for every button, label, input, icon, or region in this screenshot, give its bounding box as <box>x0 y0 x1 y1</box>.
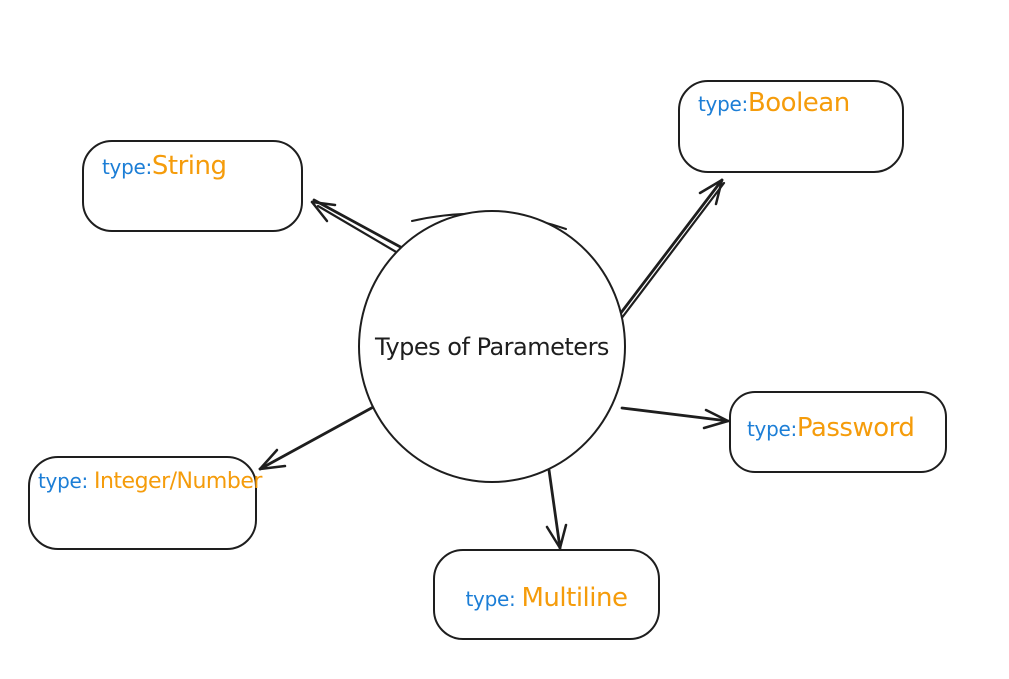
node-type-boolean: type:Boolean <box>678 80 904 173</box>
arrow-center-to-integer-number <box>258 403 379 471</box>
arrow-center-to-string <box>310 198 408 258</box>
node-label: type:String <box>102 152 227 181</box>
type-prefix: type: <box>747 417 797 441</box>
central-topic-label: Types of Parameters <box>375 332 609 361</box>
type-name: String <box>151 151 227 181</box>
type-name: Boolean <box>747 88 850 118</box>
type-name: Password <box>796 413 915 443</box>
arrow-center-to-multiline <box>545 468 568 550</box>
central-topic-circle: Types of Parameters <box>358 210 626 483</box>
node-label: type:Password <box>747 414 915 443</box>
node-type-string: type:String <box>82 140 303 232</box>
node-label: type: Multiline <box>466 584 628 613</box>
node-type-integer-number: type: Integer/Number <box>28 456 262 550</box>
arrow-center-to-boolean <box>615 178 726 321</box>
node-type-password: type:Password <box>729 391 947 473</box>
type-name: Integer/Number <box>93 469 262 494</box>
node-label: type: Integer/Number <box>38 469 262 493</box>
node-label: type:Boolean <box>698 89 850 118</box>
type-name: Multiline <box>521 583 628 614</box>
type-prefix: type: <box>38 469 94 493</box>
type-prefix: type: <box>698 92 748 116</box>
node-type-multiline: type: Multiline <box>433 549 660 640</box>
type-prefix: type: <box>102 155 152 179</box>
type-prefix: type: <box>465 587 522 612</box>
arrow-center-to-password <box>620 406 730 430</box>
